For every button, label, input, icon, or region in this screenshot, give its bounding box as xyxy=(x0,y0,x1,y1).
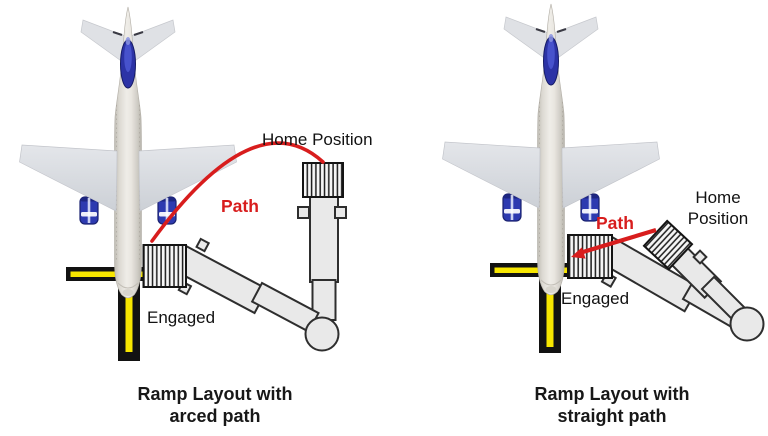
bridge-rotunda-right xyxy=(729,306,765,342)
caption-right-line1: Ramp Layout with xyxy=(534,384,690,404)
bridge-cab-home-left xyxy=(302,162,344,198)
bridge-cab-engaged-right xyxy=(567,234,613,279)
home-position-label-left: Home Position xyxy=(262,130,373,149)
caption-right: Ramp Layout with straight path xyxy=(492,383,732,427)
jet-bridge-home-left xyxy=(297,162,347,321)
caption-left-line1: Ramp Layout with xyxy=(137,384,293,404)
caption-left: Ramp Layout with arced path xyxy=(95,383,335,427)
bridge-rotunda-left xyxy=(304,316,340,352)
arced-path-curve xyxy=(150,141,325,243)
path-label-left: Path xyxy=(221,196,259,216)
jet-bridge-engaged-left xyxy=(142,237,320,333)
bridge-cab-engaged-left xyxy=(142,244,187,288)
engaged-label-left: Engaged xyxy=(147,308,216,327)
path-label-right: Path xyxy=(596,213,634,233)
engaged-label-right: Engaged xyxy=(561,289,630,308)
caption-right-line2: straight path xyxy=(557,406,667,426)
airplane-top-view-left xyxy=(18,5,238,300)
straight-path-arrow xyxy=(571,227,657,259)
home-position-label-right: Home Position xyxy=(687,188,749,228)
bridge-cab-home-right xyxy=(642,219,694,271)
caption-left-line2: arced path xyxy=(169,406,261,426)
